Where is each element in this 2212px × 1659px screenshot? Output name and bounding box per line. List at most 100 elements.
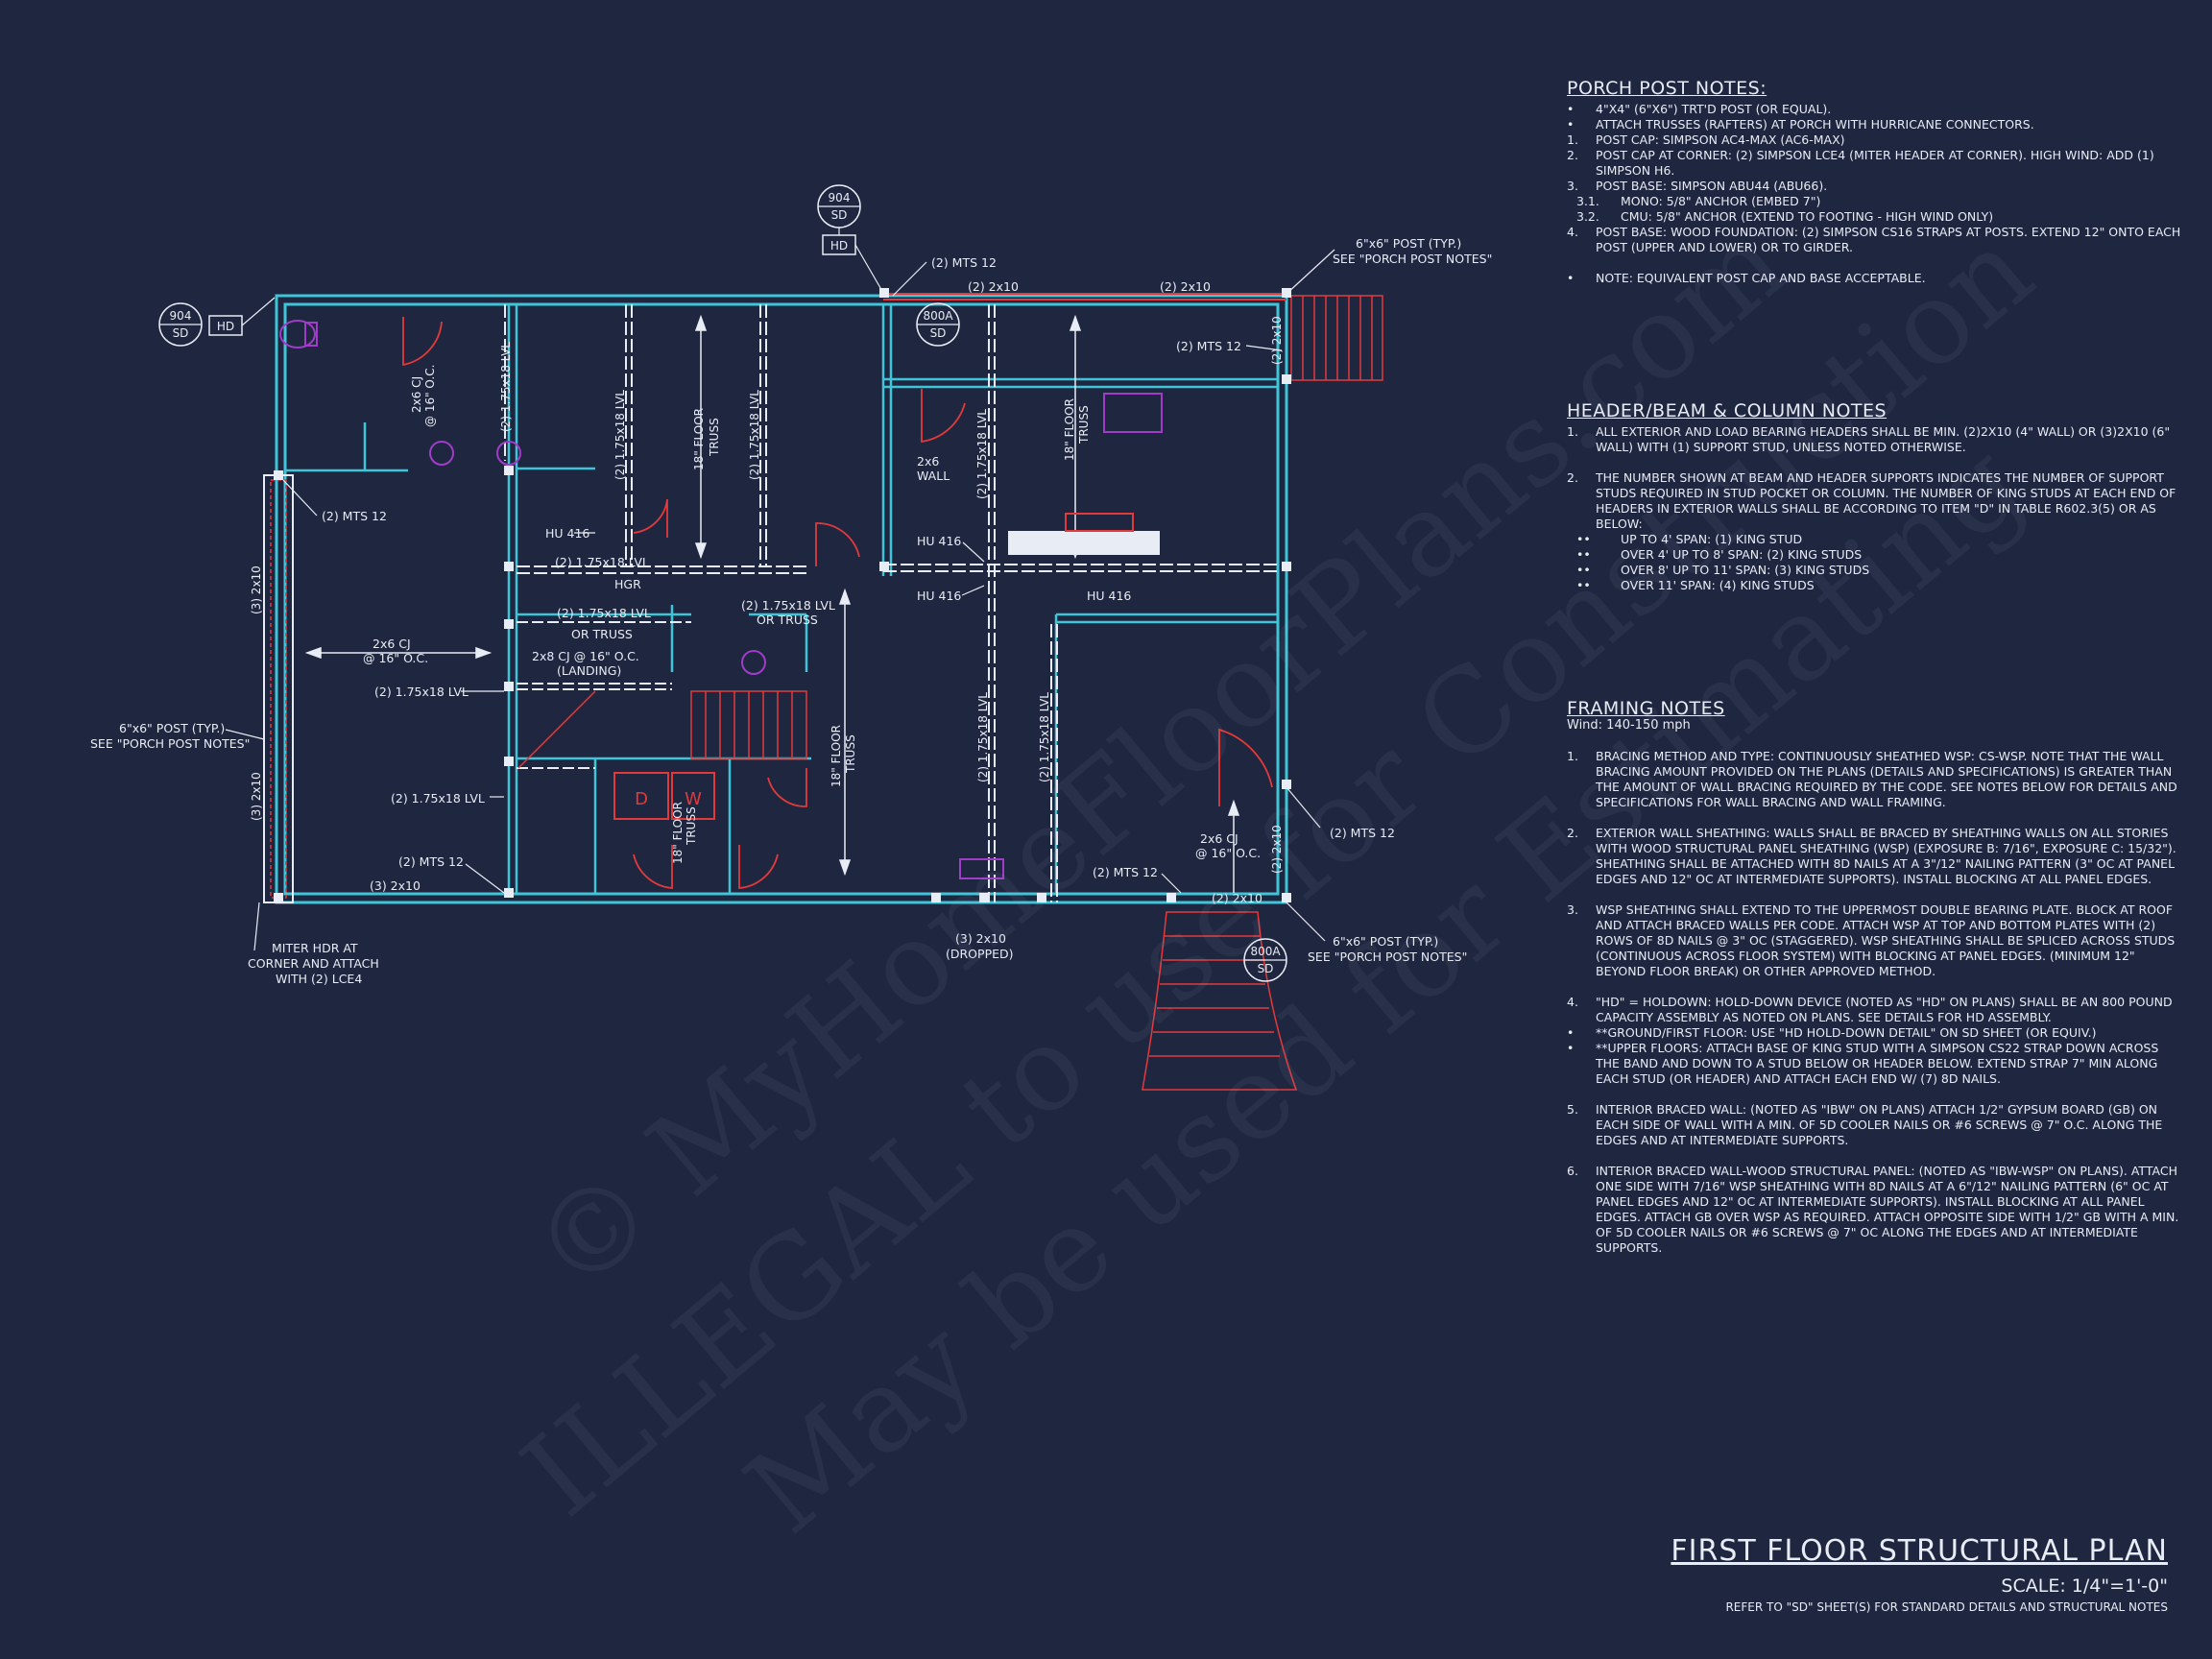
porch-notes-title: PORCH POST NOTES: <box>1567 78 1767 99</box>
note-text: POST BASE: WOOD FOUNDATION: (2) SIMPSON … <box>1596 225 2181 254</box>
label-lvl-a: (2) 1.75x18 LVL <box>374 685 469 699</box>
note-item: 1. ALL EXTERIOR AND LOAD BEARING HEADERS … <box>1567 424 2181 455</box>
label-hu416-a: HU 416 <box>545 526 589 541</box>
label-landing: (LANDING) <box>557 663 621 678</box>
label-hu416-d: HU 416 <box>1087 589 1131 603</box>
label-cj-spacing-right: @ 16" O.C. <box>1195 846 1261 860</box>
note-item: 3.2.CMU: 5/8" ANCHOR (EXTEND TO FOOTING … <box>1567 209 2181 225</box>
label-miter-3: WITH (2) LCE4 <box>276 972 362 986</box>
doors <box>402 317 1273 889</box>
label-rot-2x10-b: (2) 2x10 <box>1270 825 1284 874</box>
label-rot-truss-c: 18" FLOOR <box>830 725 843 787</box>
note-text: BRACING METHOD AND TYPE: CONTINUOUSLY SH… <box>1596 749 2177 809</box>
label-post-top: 6"x6" POST (TYP.) <box>1356 236 1461 251</box>
exterior-walls <box>275 294 1288 904</box>
note-text: NOTE: EQUIVALENT POST CAP AND BASE ACCEP… <box>1596 271 1926 285</box>
label-post-left: 6"x6" POST (TYP.) <box>119 721 225 735</box>
note-marker: • <box>1567 1025 1575 1040</box>
note-marker: • <box>1567 271 1575 285</box>
header-beam-notes: HEADER/BEAM & COLUMN NOTES 1.ALL EXTERIO… <box>1567 402 2181 593</box>
interior-stair <box>517 690 807 769</box>
note-marker: •• <box>1576 547 1591 562</box>
note-marker: • <box>1567 117 1575 132</box>
note-text: POST CAP AT CORNER: (2) SIMPSON LCE4 (MI… <box>1596 148 2154 178</box>
note-item: ••OVER 8' UP TO 11' SPAN: (3) KING STUDS <box>1567 563 2181 578</box>
note-marker: 3. <box>1567 179 1578 193</box>
label-wall: WALL <box>917 469 950 483</box>
tag-sheet: SD <box>1258 962 1274 975</box>
interior-walls <box>285 304 1278 893</box>
note-item: 4.POST BASE: WOOD FOUNDATION: (2) SIMPSO… <box>1567 225 2181 255</box>
sheet-title: FIRST FLOOR STRUCTURAL PLAN <box>1671 1534 2168 1568</box>
framing-notes-title: FRAMING NOTES <box>1567 698 1725 719</box>
label-rot-lvl-a: (2) 1.75x18 LVL <box>499 342 513 432</box>
note-text: "HD" = HOLDOWN: HOLD-DOWN DEVICE (NOTED … <box>1596 995 2173 1024</box>
tag-sheet: SD <box>831 208 848 222</box>
tag-number: 800A <box>1250 945 1281 958</box>
label-see-porch-bottom: SEE "PORCH POST NOTES" <box>1308 950 1467 964</box>
washer-label: W <box>685 789 702 809</box>
plan-labels: (2) MTS 12 (2) 2x10 (2) 2x10 6"x6" POST … <box>90 236 1492 986</box>
note-marker: 1. <box>1567 424 1578 439</box>
label-cj-spacing-left: @ 16" O.C. <box>363 651 428 665</box>
label-rot-truss-g: 18" FLOOR <box>1063 398 1076 461</box>
note-marker: 2. <box>1567 826 1578 840</box>
sheet-reference: REFER TO "SD" SHEET(S) FOR STANDARD DETA… <box>1725 1600 2168 1614</box>
label-mts12-c: (2) MTS 12 <box>322 509 387 523</box>
label-rot-truss-f: TRUSS <box>685 806 698 846</box>
label-mts12-b: (2) MTS 12 <box>1176 339 1241 353</box>
note-marker: 1. <box>1567 132 1578 147</box>
label-3x2x10-a: (3) 2x10 <box>370 878 421 893</box>
label-cj-right: 2x6 CJ <box>1200 831 1238 846</box>
note-text: **UPPER FLOORS: ATTACH BASE OF KING STUD… <box>1596 1041 2159 1086</box>
note-text: ATTACH TRUSSES (RAFTERS) AT PORCH WITH H… <box>1596 117 2034 132</box>
note-item: •**GROUND/FIRST FLOOR: USE "HD HOLD-DOWN… <box>1567 1025 2181 1041</box>
label-hu416-c: HU 416 <box>917 589 961 603</box>
label-lvl-c: (2) 1.75x18 LVL <box>555 555 649 569</box>
label-lvl-d: (2) 1.75x18 LVL <box>557 606 651 620</box>
note-text: THE NUMBER SHOWN AT BEAM AND HEADER SUPP… <box>1596 470 2176 531</box>
rotated-labels: (3) 2x10 (3) 2x10 (2) 1.75x18 LVL (2) 1.… <box>250 316 1284 874</box>
label-rot-lvl-e: (2) 1.75x18 LVL <box>976 692 990 782</box>
label-hu416-b: HU 416 <box>917 534 961 548</box>
label-mts12-a: (2) MTS 12 <box>931 255 997 270</box>
label-rot-truss-b: TRUSS <box>708 418 721 457</box>
framing-notes: FRAMING NOTES Wind: 140-150 mph 1.BRACIN… <box>1567 698 2181 1256</box>
note-item: ••OVER 4' UP TO 8' SPAN: (2) KING STUDS <box>1567 547 2181 563</box>
label-rot-lvl-b: (2) 1.75x18 LVL <box>613 390 627 480</box>
note-text: ALL EXTERIOR AND LOAD BEARING HEADERS SH… <box>1596 424 2171 454</box>
posts <box>274 288 1291 902</box>
dryer-label: D <box>635 789 648 809</box>
note-text: UP TO 4' SPAN: (1) KING STUD <box>1621 532 1803 546</box>
label-2x10-c: (2) 2x10 <box>1212 891 1262 905</box>
note-item: 2.POST CAP AT CORNER: (2) SIMPSON LCE4 (… <box>1567 148 2181 179</box>
label-miter-1: MITER HDR AT <box>272 941 358 955</box>
label-mts12-f: (2) MTS 12 <box>1330 826 1395 840</box>
note-marker: •• <box>1576 578 1591 592</box>
cooktop <box>1065 513 1134 532</box>
note-item: • NOTE: EQUIVALENT POST CAP AND BASE ACCE… <box>1567 271 2181 286</box>
note-item: 4."HD" = HOLDOWN: HOLD-DOWN DEVICE (NOTE… <box>1567 995 2181 1025</box>
leader-lines <box>225 249 1335 951</box>
label-3x2x10-dropped: (3) 2x10 <box>955 931 1006 946</box>
top-right-stair <box>1290 295 1383 381</box>
note-marker: 3.1. <box>1576 194 1599 208</box>
label-wall-2x6: 2x6 <box>917 454 939 469</box>
label-rot-3x2x10-a: (3) 2x10 <box>250 565 263 614</box>
note-item: 3.WSP SHEATHING SHALL EXTEND TO THE UPPE… <box>1567 902 2181 979</box>
label-rot-truss-e: 18" FLOOR <box>671 802 685 864</box>
detail-tag-904-top: 904 SD HD <box>817 184 884 294</box>
note-item: •**UPPER FLOORS: ATTACH BASE OF KING STU… <box>1567 1041 2181 1087</box>
note-item: 1. POST CAP: SIMPSON AC4-MAX (AC6-MAX) <box>1567 132 2181 148</box>
label-or-truss-b: OR TRUSS <box>757 613 818 627</box>
plumbing-fixtures <box>279 320 1163 879</box>
note-text: POST CAP: SIMPSON AC4-MAX (AC6-MAX) <box>1596 132 1845 147</box>
hd-label: HD <box>217 320 234 333</box>
label-hgr: HGR <box>614 577 641 591</box>
note-marker: 3. <box>1567 902 1578 917</box>
label-rot-3x2x10-b: (3) 2x10 <box>250 772 263 821</box>
label-mts12-d: (2) MTS 12 <box>398 854 464 869</box>
label-rot-lvl-c: (2) 1.75x18 LVL <box>748 390 761 480</box>
label-rot-cj-spacing: @ 16" O.C. <box>423 365 437 427</box>
